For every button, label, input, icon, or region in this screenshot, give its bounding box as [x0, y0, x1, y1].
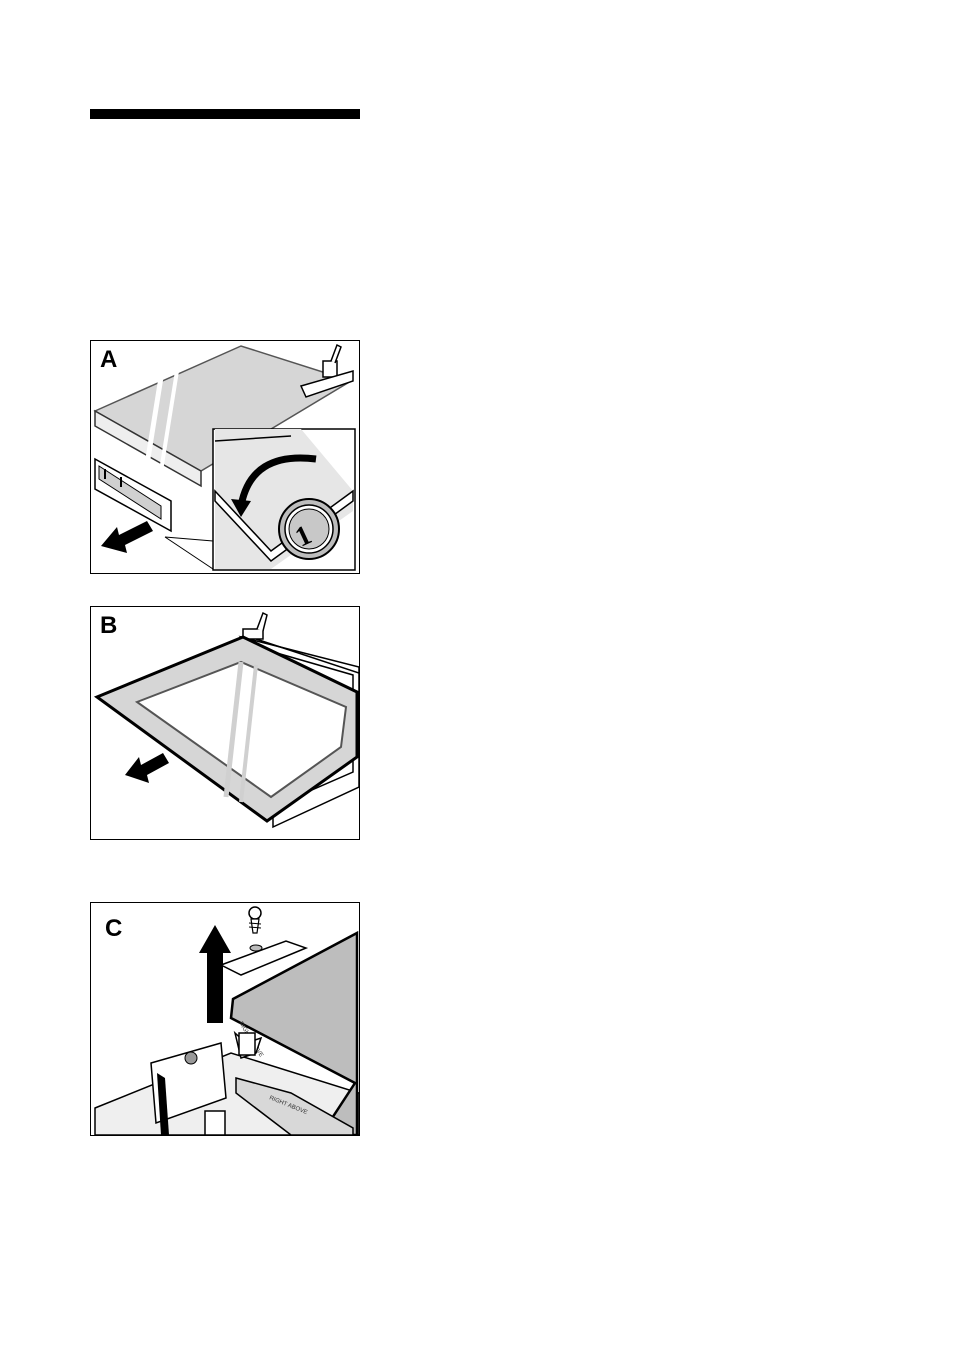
figure-a-illustration: 1: [91, 341, 360, 574]
figure-c: RIGHT ABOVE RIGHT ABOVE C: [90, 902, 360, 1136]
figure-b-illustration: [91, 607, 360, 840]
figure-b: B: [90, 606, 360, 840]
section-rule: [90, 109, 360, 119]
figure-c-illustration: RIGHT ABOVE RIGHT ABOVE: [91, 903, 360, 1136]
figure-b-label: B: [100, 612, 117, 640]
figure-a-label: A: [100, 346, 117, 374]
lift-arrow-icon: [199, 925, 231, 1023]
screw-icon: [249, 907, 261, 919]
pull-arrow-icon: [101, 521, 153, 553]
figure-a: 1 A: [90, 340, 360, 574]
clip-icon: [239, 1033, 255, 1055]
pull-arrow-icon: [125, 753, 169, 783]
hinge-icon: [323, 361, 337, 377]
figure-c-label: C: [105, 915, 122, 943]
